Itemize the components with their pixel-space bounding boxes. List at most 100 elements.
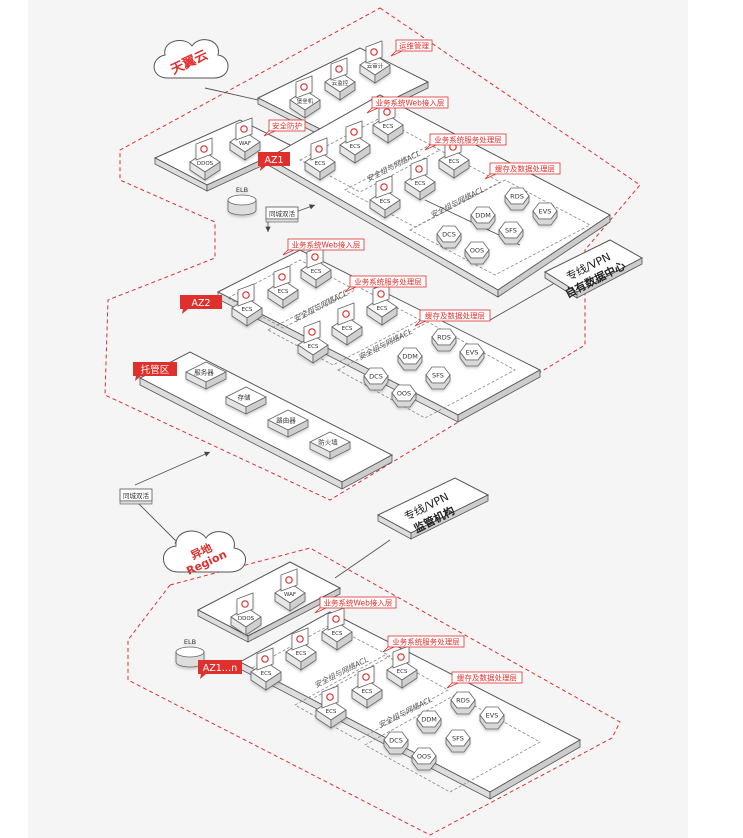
waf-label: WAF (284, 592, 296, 598)
ecs-device: ECS (250, 647, 282, 691)
svg-text:同城双活: 同城双活 (123, 491, 150, 500)
hosting-platform (138, 351, 394, 490)
ecs-label: ECS (261, 671, 272, 677)
device-logo-icon (332, 615, 340, 623)
ddm-label: DDM (402, 353, 418, 361)
dcs-service: DCS (363, 367, 389, 391)
waf-device: WAF (274, 568, 306, 612)
ecs-device: ECS (315, 685, 347, 729)
device-logo-icon (383, 108, 391, 116)
ecs-label: ECS (397, 669, 408, 675)
rds-label: RDS (456, 697, 470, 705)
cloud-tianyi: 天翼云 (153, 39, 229, 79)
ddos-device: DDOS (189, 137, 221, 181)
ecs-label: ECS (362, 689, 373, 695)
device-logo-icon (370, 48, 378, 56)
oos-label: OOS (417, 753, 431, 761)
zone-hosting: 托管区 (133, 362, 177, 381)
device-logo-icon (350, 128, 358, 136)
device-logo-icon (278, 273, 286, 281)
sfs-label: SFS (432, 372, 444, 380)
svg-text:业务系统Web接入层: 业务系统Web接入层 (376, 98, 445, 108)
evs-label: EVS (486, 712, 499, 720)
ecs-label: ECS (242, 307, 253, 313)
boundary-tianyi-cloud (104, 7, 641, 501)
bastion-device: 堡垒机 (289, 75, 321, 119)
ecs-label: ECS (278, 289, 289, 295)
svg-text:缓存及数据处理层: 缓存及数据处理层 (457, 673, 517, 683)
ecs-label: ECS (383, 124, 394, 130)
svg-text:业务系统服务处理层: 业务系统服务处理层 (392, 637, 460, 647)
svg-text:同城双活: 同城双活 (269, 209, 296, 218)
sfs-label: SFS (452, 735, 464, 743)
device-logo-icon (326, 693, 334, 701)
evs-label: EVS (466, 349, 479, 357)
ecs-label: ECS (449, 159, 460, 165)
cloud_monitor-label: 云监控 (332, 79, 349, 87)
ecs-device: ECS (404, 157, 436, 201)
waf-label: WAF (239, 141, 251, 147)
ecs-device: ECS (267, 265, 299, 309)
svg-text:AZ1: AZ1 (264, 155, 283, 166)
elb-balancer: ELB (227, 186, 257, 216)
ecs-label: ECS (380, 199, 391, 205)
dcs-service: DCS (383, 731, 409, 755)
elb-label: ELB (184, 638, 196, 646)
evs-label: EVS (539, 208, 552, 216)
svg-text:AZ2: AZ2 (191, 298, 210, 309)
oos-service: OOS (411, 747, 437, 771)
ddos-label: DDOS (238, 616, 255, 622)
ecs-device: ECS (300, 245, 332, 289)
oos-label: OOS (397, 390, 411, 398)
tag-service_layer: 业务系统服务处理层 (424, 133, 507, 151)
svg-text:缓存及数据处理层: 缓存及数据处理层 (495, 164, 555, 174)
ddm-label: DDM (421, 716, 437, 724)
evs-service: EVS (479, 706, 505, 730)
device-logo-icon (377, 290, 385, 298)
device-logo-icon (362, 673, 370, 681)
tag-web_layer: 业务系统Web接入层 (282, 238, 365, 256)
ecs-label: ECS (308, 344, 319, 350)
svg-text:运维管理: 运维管理 (399, 41, 429, 51)
cloud_audit-device: 云审计 (359, 40, 391, 84)
device-logo-icon (342, 310, 350, 318)
ecs-device: ECS (285, 627, 317, 671)
ecs-device: ECS (386, 645, 418, 689)
dcs-service: DCS (436, 225, 462, 249)
ecs-device: ECS (366, 282, 398, 326)
ecs-device: ECS (321, 607, 353, 651)
rds-service: RDS (450, 691, 476, 715)
ddm-service: DDM (416, 710, 442, 734)
device-logo-icon (285, 576, 293, 584)
tag-service_layer: 业务系统服务处理层 (344, 275, 427, 293)
device-logo-icon (397, 653, 405, 661)
regulator-label: 专线/VPN 监管机构 (376, 477, 490, 540)
device-logo-icon (241, 600, 249, 608)
server-hardware: 服务器 (185, 361, 227, 390)
device-logo-icon (240, 125, 248, 133)
evs-service: EVS (459, 343, 485, 367)
dcs-label: DCS (442, 231, 456, 239)
ecs-device: ECS (339, 120, 371, 164)
elb-label: ELB (236, 186, 248, 194)
cloud_monitor-device: 云监控 (324, 57, 356, 101)
device-logo-icon (296, 635, 304, 643)
ecs-label: ECS (350, 144, 361, 150)
sfs-service: SFS (425, 366, 451, 390)
device-logo-icon (300, 83, 308, 91)
tag-cache_layer: 缓存及数据处理层 (484, 162, 561, 180)
svg-text:缓存及数据处理层: 缓存及数据处理层 (425, 311, 485, 321)
oos-service: OOS (391, 384, 417, 408)
ecs-device: ECS (297, 320, 329, 364)
evs-service: EVS (532, 202, 558, 226)
cloud-yidi: 异地Region (163, 530, 246, 578)
zone-az2: AZ2 (180, 295, 222, 314)
device-logo-icon (335, 65, 343, 73)
ecs-label: ECS (415, 181, 426, 187)
ecs-device: ECS (231, 283, 263, 327)
ecs-label: ECS (311, 269, 322, 275)
tag-cache_layer: 缓存及数据处理层 (414, 309, 491, 327)
router-label: 路由器 (276, 416, 296, 425)
flow-label-1: 同城双活 (265, 206, 299, 223)
